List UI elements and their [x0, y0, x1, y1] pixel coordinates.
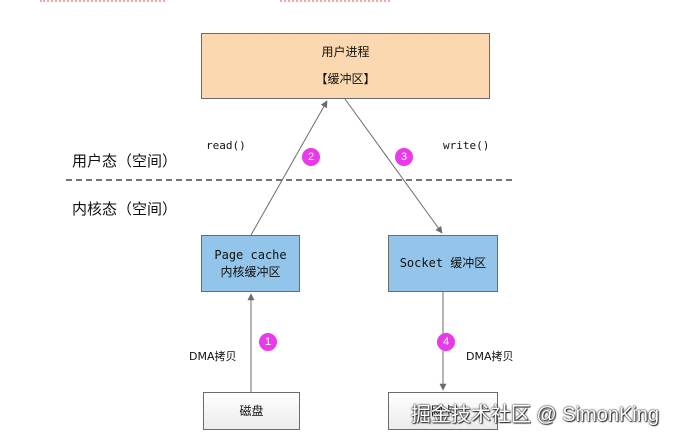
- step-badge-1: 1: [259, 333, 277, 351]
- dma-copy-label-right: DMA拷贝: [466, 350, 514, 363]
- nic-label: 网卡: [430, 403, 455, 418]
- user-process-buffer: 【缓冲区】: [315, 72, 376, 86]
- page-cache-box: Page cache 内核缓冲区: [201, 235, 300, 292]
- step-badge-4: 4: [437, 333, 455, 351]
- read-call-label: read(): [206, 139, 246, 152]
- write-call-label: write(): [443, 139, 490, 152]
- arrow-pagecache-to-user: [250, 100, 328, 236]
- page-cache-label: Page cache: [214, 247, 287, 262]
- kernel-buffer-label: 内核缓冲区: [220, 264, 281, 279]
- step-badge-3: 3: [395, 148, 413, 166]
- dma-copy-label-left: DMA拷贝: [189, 350, 237, 363]
- step-badge-2: 2: [302, 148, 320, 166]
- kernel-space-label: 内核态（空间）: [72, 200, 178, 218]
- user-process-title: 用户进程: [321, 45, 370, 59]
- disk-label: 磁盘: [239, 403, 264, 418]
- socket-buffer-box: Socket 缓冲区: [388, 235, 498, 292]
- disk-box: 磁盘: [203, 392, 300, 430]
- nic-box: 网卡: [388, 392, 498, 430]
- socket-buffer-label: Socket 缓冲区: [399, 256, 487, 270]
- user-process-box: 用户进程 【缓冲区】: [201, 33, 490, 99]
- user-space-label: 用户态（空间）: [72, 152, 178, 170]
- arrow-user-to-socket: [344, 98, 443, 234]
- watermark: 掘金技术社区 @ SimonKing: [410, 404, 659, 426]
